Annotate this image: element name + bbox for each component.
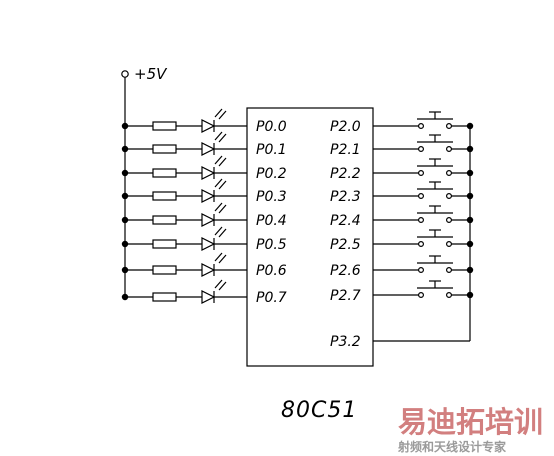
led-diode [201,213,216,227]
pin-label: P0.2 [256,166,287,182]
junction-dot [466,145,474,153]
pin-label: P2.0 [330,119,361,135]
led-diode [201,119,216,133]
led-light-arrow [214,252,223,262]
led-light-arrow [218,204,227,214]
resistor [152,121,177,131]
labels: P0.0P0.1P0.2P0.3P0.4P0.5P0.6P0.7 P2.0P2.1… [256,119,361,350]
led-diode [201,189,216,203]
led-light-arrow [214,279,223,289]
switch-contact [446,267,453,274]
switch-contact [446,170,453,177]
led-light-arrow [214,131,223,141]
junction-dot [466,192,474,200]
junction-dot [121,216,129,224]
chip-name: 80C51 [281,398,357,423]
junction-dot [466,122,474,130]
led-light-arrow [218,228,227,238]
led-diode [201,237,216,251]
led-light-arrow [218,133,227,143]
junction-dot [121,192,129,200]
pin-label: P0.3 [256,189,287,205]
chip-body [246,107,374,367]
junction-dot [466,216,474,224]
switch-contact [446,241,453,248]
led-light-arrow [214,155,223,165]
pin-label: P0.0 [256,119,287,135]
led-diode [201,142,216,156]
junction-dot [121,240,129,248]
switch-contact [418,122,425,129]
watermark: 易迪拓培训 射频和天线设计专家 [397,405,543,454]
switch-contact [418,170,425,177]
switch-contact [446,217,453,224]
resistor [152,215,177,225]
junction-dot [121,145,129,153]
junction-dot [121,169,129,177]
resistor [152,191,177,201]
led-light-arrow [214,108,223,118]
pin-label: P3.2 [330,334,361,350]
led-diode [201,166,216,180]
pin-label: P2.5 [330,237,361,253]
junction-dot [121,122,129,130]
switch-contact [418,193,425,200]
resistor [152,168,177,178]
junction-dot [466,240,474,248]
pin-label: P0.4 [256,213,287,229]
junction-dot [121,266,129,274]
pin-label: P2.2 [330,166,361,182]
led-light-arrow [218,281,227,291]
pin-label: P0.7 [256,290,287,306]
watermark-subtitle: 射频和天线设计专家 [397,439,507,454]
pin-label: P2.4 [330,213,361,229]
pin-label: P2.3 [330,189,361,205]
pin-label: P2.1 [330,142,361,158]
pin-label: P2.7 [330,288,361,304]
led-light-arrow [218,157,227,167]
resistor [152,265,177,275]
led-light-arrow [214,226,223,236]
junction-dot [466,266,474,274]
pin-label: P2.6 [330,263,361,279]
junction-dot [466,291,474,299]
led-light-arrow [214,202,223,212]
led-light-arrow [218,180,227,190]
supply-terminal [121,70,129,78]
switch-contact [418,292,425,299]
switch-contact [418,146,425,153]
switch-contact [446,122,453,129]
led-diode [201,290,216,304]
pin-label: P0.1 [256,142,287,158]
resistor [152,239,177,249]
supply-label: +5V [134,65,168,83]
switch-contact [418,241,425,248]
resistor [152,144,177,154]
switch-contact [446,292,453,299]
led-light-arrow [218,254,227,264]
led-diode [201,263,216,277]
led-light-arrow [214,178,223,188]
junction-dot [466,169,474,177]
resistor [152,292,177,302]
pin-label: P0.5 [256,237,287,253]
wiring [124,77,471,342]
watermark-title: 易迪拓培训 [398,405,543,439]
components [121,70,474,367]
pin-label: P0.6 [256,263,287,279]
switch-contact [418,217,425,224]
led-light-arrow [218,110,227,120]
switch-contact [446,193,453,200]
switch-contact [446,146,453,153]
switch-contact [418,267,425,274]
junction-dot [121,293,129,301]
